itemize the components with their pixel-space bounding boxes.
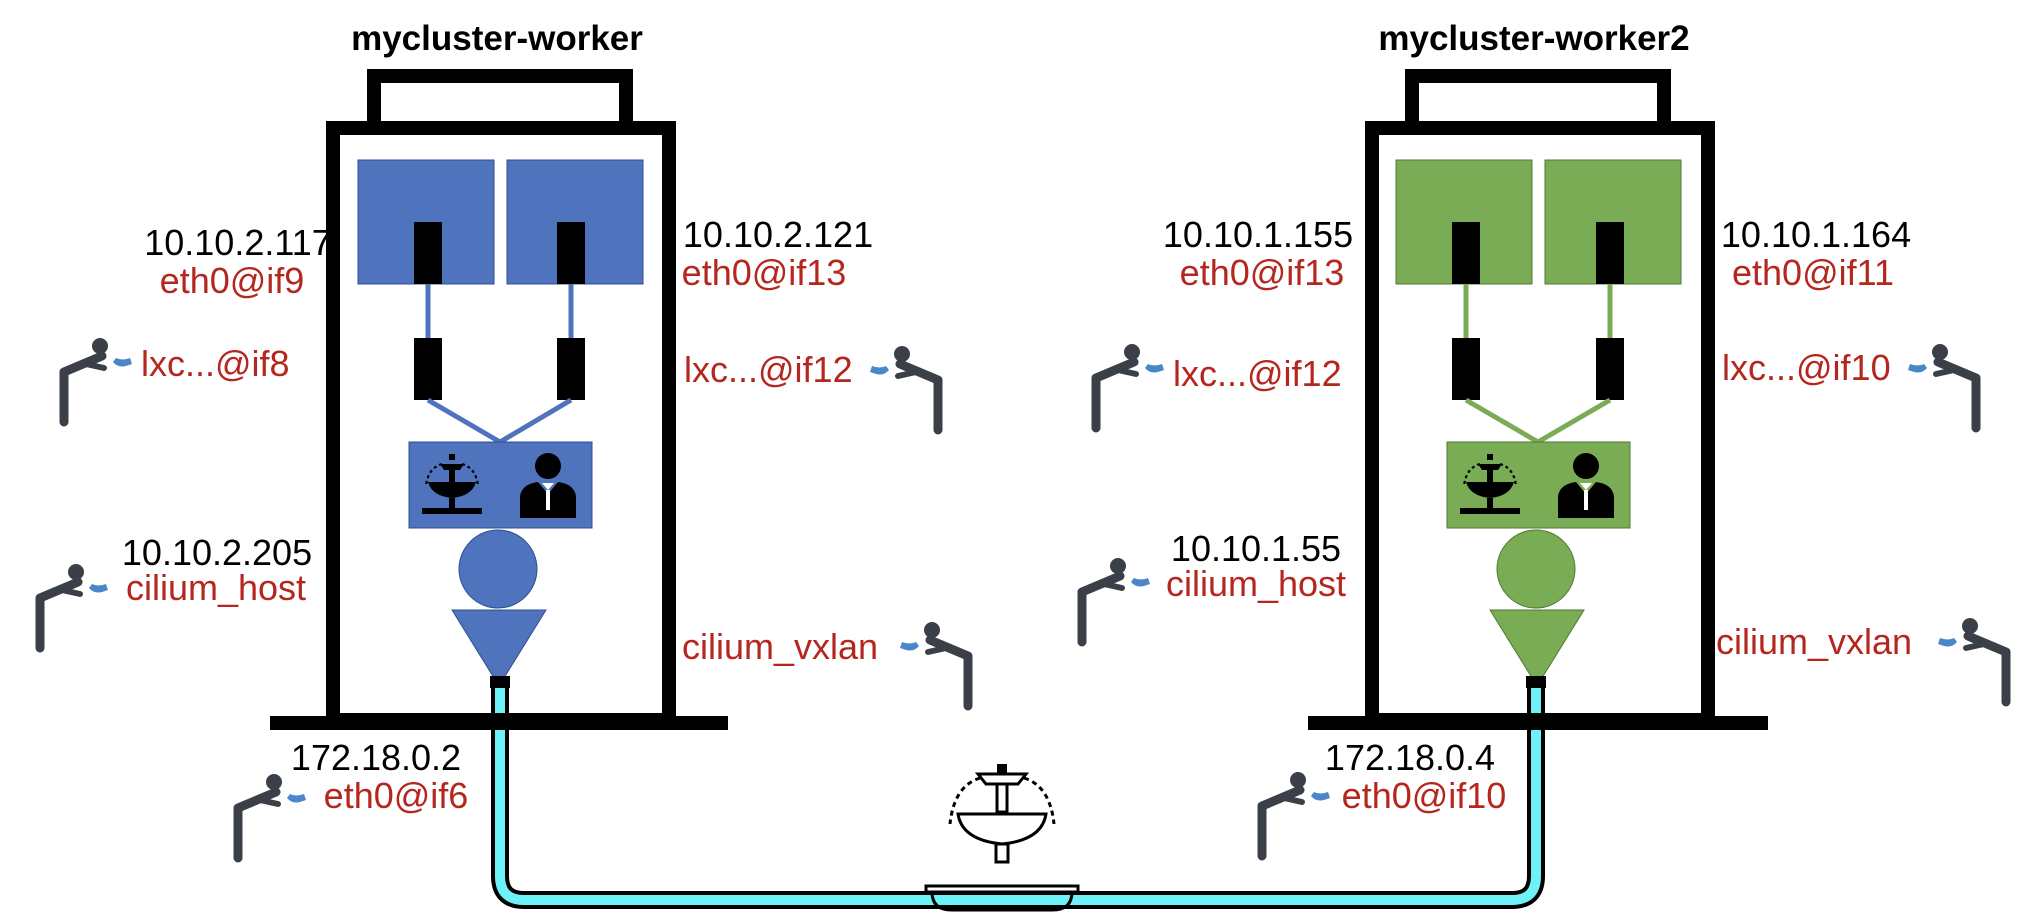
- cilium-vxlan-triangle: [451, 609, 547, 687]
- node-title: mycluster-worker: [351, 19, 643, 58]
- person-drinking-icon: [900, 622, 968, 706]
- node-base: [1308, 716, 1768, 730]
- pod-left-iface: eth0@if9: [160, 260, 305, 301]
- lxc-right-label: lxc...@if10: [1722, 347, 1891, 388]
- vxlan-label: cilium_vxlan: [1716, 621, 1912, 662]
- person-drinking-icon: [870, 346, 938, 430]
- person-drinking-icon: [64, 338, 132, 422]
- node-mycluster-worker: mycluster-worker 10.10.2.117 eth0@if9 10…: [40, 19, 968, 858]
- fountain-icon: [924, 764, 1080, 912]
- pod-right-iface: eth0@if11: [1732, 252, 1894, 293]
- node-eth-iface: eth0@if6: [324, 775, 469, 816]
- cilium-vxlan-triangle: [1489, 609, 1585, 687]
- host-iface: cilium_host: [1166, 563, 1346, 604]
- person-drinking-icon: [1908, 344, 1976, 428]
- person-drinking-icon: [1262, 772, 1330, 856]
- cilium-host-circle: [458, 529, 538, 609]
- node-eth-ip: 172.18.0.2: [291, 737, 461, 778]
- pod-right-ip: 10.10.1.164: [1721, 214, 1911, 255]
- person-drinking-icon: [40, 564, 108, 648]
- pod-right-eth: [1596, 222, 1624, 284]
- person-drinking-icon: [238, 774, 306, 858]
- cilium-host-circle: [1496, 529, 1576, 609]
- host-ip: 10.10.2.205: [122, 532, 312, 573]
- node-eth-iface: eth0@if10: [1342, 775, 1507, 816]
- lxc-left-port: [1452, 338, 1480, 400]
- person-drinking-icon: [1938, 618, 2006, 702]
- pod-left-iface: eth0@if13: [1180, 252, 1345, 293]
- lxc-left-port: [414, 338, 442, 400]
- host-iface: cilium_host: [126, 567, 306, 608]
- pod-right-ip: 10.10.2.121: [683, 214, 873, 255]
- node-building-roof: [1405, 69, 1671, 128]
- host-ip: 10.10.1.55: [1171, 528, 1341, 569]
- pod-left-ip: 10.10.1.155: [1163, 214, 1353, 255]
- underlay-pipe-water: [495, 686, 1541, 905]
- pod-right-iface: eth0@if13: [682, 252, 847, 293]
- person-drinking-icon: [1096, 344, 1164, 428]
- pod-left-ip: 10.10.2.117: [144, 222, 332, 263]
- vxlan-label: cilium_vxlan: [682, 626, 878, 667]
- node-building-roof: [367, 69, 633, 128]
- person-drinking-icon: [1082, 558, 1150, 642]
- lxc-left-label: lxc...@if8: [141, 343, 290, 384]
- pod-left-eth: [1452, 222, 1480, 284]
- pod-left-eth: [414, 222, 442, 284]
- lxc-right-label: lxc...@if12: [684, 349, 853, 390]
- node-eth-ip: 172.18.0.4: [1325, 737, 1495, 778]
- pod-right-eth: [557, 222, 585, 284]
- lxc-right-port: [557, 338, 585, 400]
- node-base: [270, 716, 728, 730]
- lxc-left-label: lxc...@if12: [1173, 353, 1342, 394]
- node-title: mycluster-worker2: [1378, 19, 1689, 58]
- node-mycluster-worker2: mycluster-worker2 10.10.1.155 eth0@if13 …: [1082, 19, 2006, 856]
- lxc-right-port: [1596, 338, 1624, 400]
